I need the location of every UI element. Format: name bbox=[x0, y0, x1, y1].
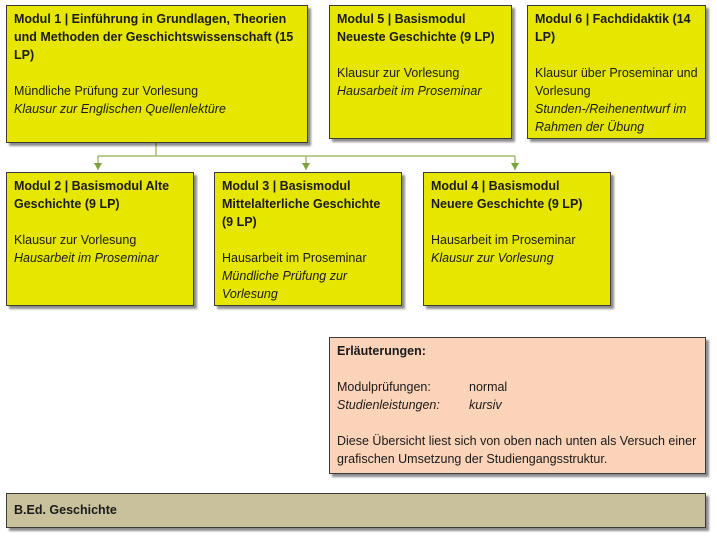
module-exam: Klausur zur Vorlesung bbox=[337, 66, 460, 80]
module-3-box: Modul 3 | Basismodul Mittelalterliche Ge… bbox=[214, 172, 402, 306]
module-title: Modul 5 | Basismodul Neueste Geschichte … bbox=[337, 12, 495, 44]
module-study: Klausur zur Vorlesung bbox=[431, 251, 554, 265]
module-study: Stunden-/Reihenentwurf im Rahmen der Übu… bbox=[535, 102, 687, 134]
legend-note: Diese Übersicht liest sich von oben nach… bbox=[337, 434, 697, 466]
module-title: Modul 1 | Einführung in Grundlagen, Theo… bbox=[14, 12, 294, 62]
module-study: Hausarbeit im Proseminar bbox=[14, 251, 159, 265]
module-1-box: Modul 1 | Einführung in Grundlagen, Theo… bbox=[6, 5, 308, 143]
module-exam: Klausur zur Vorlesung bbox=[14, 233, 137, 247]
module-study: Klausur zur Englischen Quellenlektüre bbox=[14, 102, 226, 116]
legend-study-value: kursiv bbox=[469, 398, 502, 412]
legend-exam-value: normal bbox=[469, 380, 508, 394]
legend-title: Erläuterungen: bbox=[337, 344, 426, 358]
module-2-box: Modul 2 | Basismodul Alte Geschichte (9 … bbox=[6, 172, 194, 306]
legend-exam-label: Modulprüfungen: bbox=[337, 380, 431, 394]
module-5-box: Modul 5 | Basismodul Neueste Geschichte … bbox=[329, 5, 512, 139]
module-4-box: Modul 4 | Basismodul Neuere Geschichte (… bbox=[423, 172, 611, 306]
module-exam: Hausarbeit im Proseminar bbox=[431, 233, 576, 247]
module-study: Mündliche Prüfung zur Vorlesung bbox=[222, 269, 348, 301]
module-study: Hausarbeit im Proseminar bbox=[337, 84, 482, 98]
legend-study-label: Studienleistungen: bbox=[337, 398, 440, 412]
program-footer: B.Ed. Geschichte bbox=[6, 493, 706, 528]
module-title: Modul 2 | Basismodul Alte Geschichte (9 … bbox=[14, 179, 170, 211]
module-title: Modul 3 | Basismodul Mittelalterliche Ge… bbox=[222, 179, 381, 229]
program-name: B.Ed. Geschichte bbox=[14, 503, 117, 517]
module-6-box: Modul 6 | Fachdidaktik (14 LP) Klausur ü… bbox=[527, 5, 706, 139]
legend-study-row: Studienleistungen: kursiv bbox=[337, 396, 698, 414]
module-title: Modul 4 | Basismodul Neuere Geschichte (… bbox=[431, 179, 583, 211]
module-exam: Hausarbeit im Proseminar bbox=[222, 251, 367, 265]
legend-exam-row: Modulprüfungen: normal bbox=[337, 378, 698, 396]
legend-box: Erläuterungen: Modulprüfungen: normal St… bbox=[329, 337, 706, 474]
module-exam: Mündliche Prüfung zur Vorlesung bbox=[14, 84, 199, 98]
module-title: Modul 6 | Fachdidaktik (14 LP) bbox=[535, 12, 691, 44]
module-exam: Klausur über Proseminar und Vorlesung bbox=[535, 66, 698, 98]
